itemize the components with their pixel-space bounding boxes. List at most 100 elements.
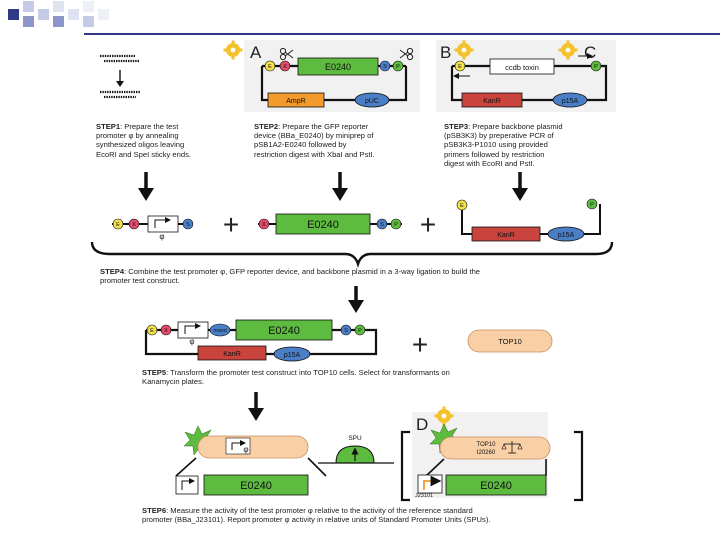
scissors-icon	[399, 47, 414, 61]
step1-text: STEP1: Prepare the test promoter φ by an…	[96, 122, 191, 159]
plus-sign: +	[223, 209, 239, 240]
gene-ccdb-toxin	[489, 58, 555, 75]
svg-text:E0240: E0240	[240, 480, 272, 492]
gear-icon	[223, 40, 243, 60]
svg-text:p15A: p15A	[558, 232, 575, 239]
reporter-part: X E0240 S P	[258, 213, 402, 235]
svg-text:X: X	[262, 222, 266, 228]
svg-text:P: P	[396, 64, 400, 70]
header-square	[53, 16, 64, 27]
spu-meter: SPU	[318, 435, 394, 464]
svg-text:KanR: KanR	[497, 232, 515, 239]
scissors-icon	[279, 47, 294, 61]
svg-text:p15A: p15A	[562, 98, 579, 105]
backbone-part: E P KanR p15A	[456, 198, 601, 242]
svg-text:E0240: E0240	[268, 325, 300, 337]
svg-text:AmpR: AmpR	[286, 98, 305, 105]
origin-puc	[354, 92, 390, 108]
svg-text:pUC: pUC	[365, 98, 379, 105]
reference-bracket	[574, 430, 584, 502]
test-cell: φ E0240	[175, 425, 327, 496]
site-e	[264, 60, 276, 72]
header-square	[23, 16, 34, 27]
svg-text:E0240: E0240	[307, 219, 339, 231]
svg-text:P: P	[358, 328, 362, 334]
panel-letter-c: C	[584, 43, 596, 62]
panel-letter-b: B	[440, 43, 451, 62]
site-e	[454, 60, 466, 72]
svg-text:E: E	[458, 64, 462, 70]
svg-text:P: P	[590, 202, 594, 208]
gear-icon	[454, 40, 474, 60]
balance-scale-icon	[501, 441, 523, 454]
panel-letter-a: A	[250, 43, 262, 62]
svg-text:KanR: KanR	[483, 98, 501, 105]
marker-ampr	[267, 92, 325, 108]
panel-a: A E X E0240 S P AmpR pUC	[223, 40, 420, 112]
gear-icon	[558, 40, 578, 60]
header-square	[83, 16, 94, 27]
combine-brace	[90, 241, 614, 269]
site-p	[590, 60, 602, 72]
down-arrow	[512, 172, 528, 201]
svg-text:E: E	[150, 328, 154, 334]
svg-text:TOP10: TOP10	[477, 442, 497, 448]
svg-text:S: S	[383, 64, 387, 70]
svg-text:ccdb toxin: ccdb toxin	[505, 63, 539, 72]
svg-text:E0240: E0240	[480, 480, 512, 492]
svg-text:P: P	[394, 222, 398, 228]
down-arrow	[138, 172, 154, 201]
plus-sign: +	[412, 329, 428, 360]
site-x	[279, 60, 291, 72]
down-arrow	[248, 392, 264, 421]
gene-e0240	[297, 57, 379, 76]
svg-text:E: E	[268, 64, 272, 70]
header-square	[98, 9, 109, 20]
svg-text:S: S	[380, 222, 384, 228]
step2-text: STEP2: Prepare the GFP reporter device (…	[254, 122, 375, 159]
step4-text: STEP4: Combine the test promoter φ, GFP …	[100, 267, 481, 286]
svg-text:φ: φ	[189, 337, 194, 346]
svg-text:I20260: I20260	[477, 450, 496, 456]
svg-text:φ: φ	[243, 445, 248, 454]
svg-text:X: X	[164, 328, 168, 334]
marker-kanr	[461, 92, 523, 108]
svg-text:SPU: SPU	[348, 435, 362, 442]
down-arrow	[332, 172, 348, 201]
header-square	[8, 9, 19, 20]
svg-text:J23101: J23101	[415, 493, 433, 499]
svg-text:P: P	[594, 64, 598, 70]
step3-text: STEP3: Prepare backbone plasmid (pSB3K3)…	[444, 122, 563, 168]
header-rule	[84, 33, 720, 35]
panel-d: D TOP10 I20260 J23101 E0240	[412, 406, 551, 499]
header-square	[23, 1, 34, 12]
header-square	[68, 9, 79, 20]
svg-text:p15A: p15A	[284, 352, 301, 359]
svg-text:E0240: E0240	[325, 62, 351, 72]
svg-text:TOP10: TOP10	[498, 337, 522, 346]
site-s	[379, 60, 391, 72]
promoter-test-construct: E X φ mixed E0240 S P KanR p15A	[144, 319, 378, 362]
svg-text:KanR: KanR	[223, 351, 241, 358]
oligo-strands	[100, 54, 140, 99]
svg-text:mixed: mixed	[213, 328, 227, 334]
svg-text:S: S	[186, 222, 190, 228]
promoter-part: E X φ S	[112, 215, 194, 241]
svg-text:E: E	[116, 222, 120, 228]
svg-text:X: X	[283, 64, 287, 70]
top10-cell: TOP10	[467, 329, 553, 353]
header-square	[53, 1, 64, 12]
step5-text: STEP5: Transform the promoter test const…	[142, 368, 450, 387]
panel-letter-d: D	[416, 415, 428, 434]
panel-bc: B C E ccdb toxin P KanR p15A	[436, 40, 616, 112]
svg-text:S: S	[344, 328, 348, 334]
svg-text:E: E	[460, 203, 464, 209]
plus-sign: +	[420, 209, 436, 240]
header-decoration	[0, 0, 120, 40]
origin-p15a	[552, 92, 588, 108]
site-p	[392, 60, 404, 72]
svg-text:φ: φ	[159, 232, 164, 241]
step6-text: STEP6: Measure the activity of the test …	[142, 506, 491, 525]
svg-text:X: X	[132, 222, 136, 228]
